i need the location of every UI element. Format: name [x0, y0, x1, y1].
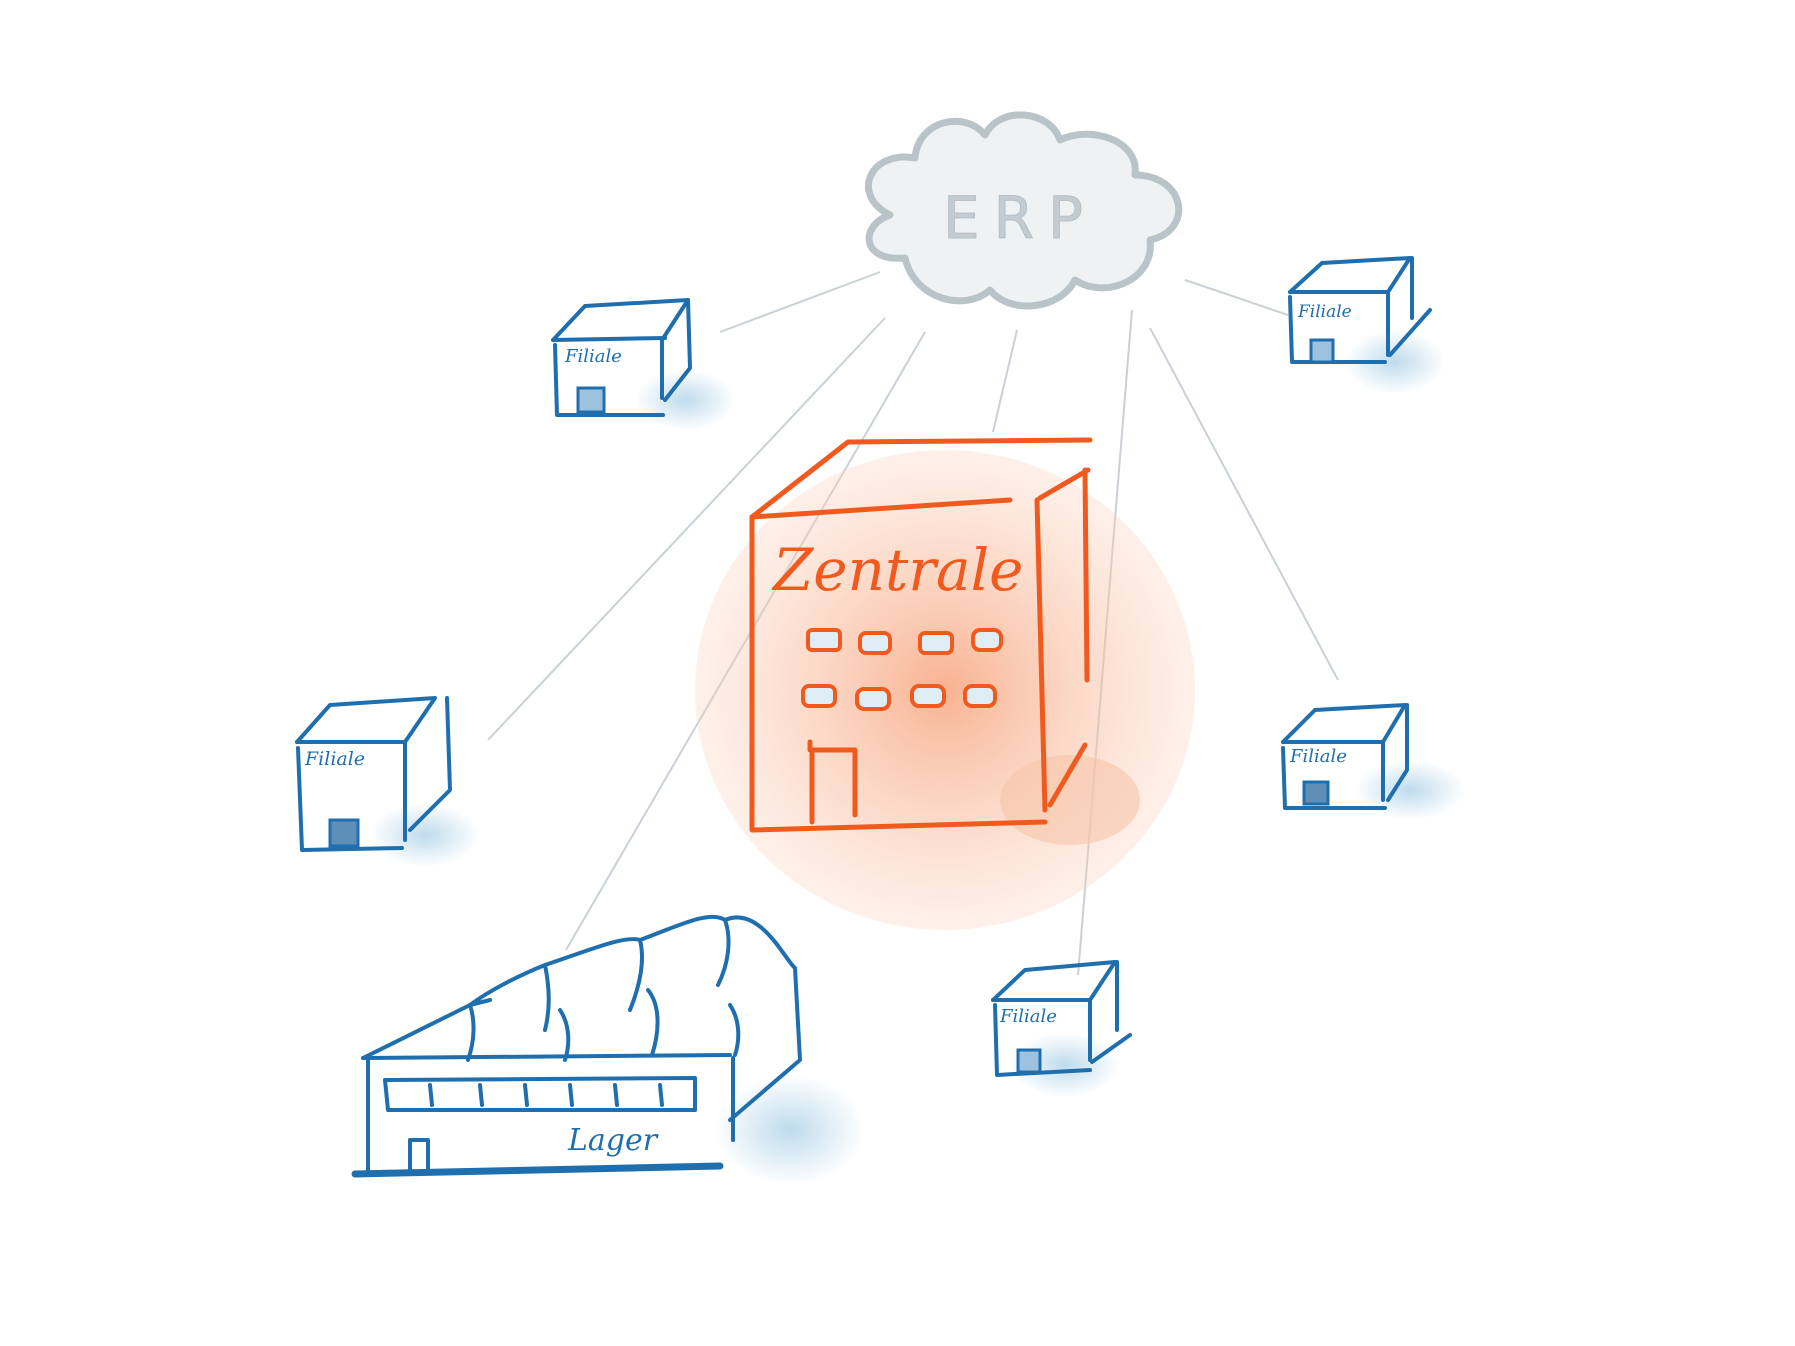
branch-bottom: Filiale	[991, 960, 1132, 1097]
warehouse-building: Lager	[351, 914, 865, 1185]
erp-cloud: ERP	[865, 111, 1183, 310]
branch-label: Filiale	[999, 1006, 1057, 1027]
branch-door-icon	[1302, 780, 1330, 806]
headquarters-door	[809, 747, 858, 825]
branch-top-right: Filiale	[1288, 256, 1445, 394]
branch-door-icon	[576, 386, 606, 414]
branch-door-icon	[328, 818, 360, 848]
headquarters-windows	[801, 628, 1003, 711]
connector-line	[487, 317, 886, 741]
branch-label: Filiale	[1297, 302, 1352, 322]
branch-door-icon	[1016, 1048, 1042, 1074]
connector-line	[1149, 327, 1339, 681]
branch-middle-left: Filiale	[295, 696, 480, 867]
headquarters-building: Zentrale	[695, 437, 1195, 930]
connector-line	[992, 329, 1018, 433]
branch-middle-right: Filiale	[1281, 703, 1465, 820]
connector-line	[719, 271, 881, 333]
warehouse-label: Lager	[567, 1123, 659, 1158]
branch-label: Filiale	[304, 748, 365, 770]
erp-label: ERP	[943, 184, 1097, 252]
connector-line	[1184, 279, 1289, 316]
branch-door-icon	[1309, 338, 1335, 364]
headquarters-label: Zentrale	[771, 536, 1023, 604]
branch-label: Filiale	[1289, 746, 1347, 767]
branch-top-left: Filiale	[551, 298, 735, 430]
branch-label: Filiale	[564, 346, 622, 367]
